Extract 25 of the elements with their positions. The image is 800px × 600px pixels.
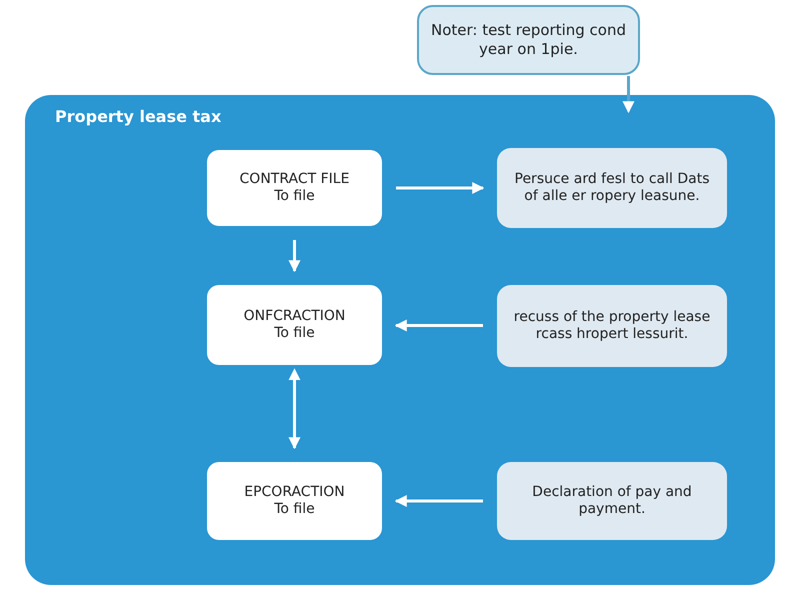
panel-heading: Property lease tax [55, 107, 222, 127]
arrow [396, 182, 484, 194]
node-text: CONTRACT FILE [240, 170, 350, 188]
node-text: ONFCRACTION [244, 308, 346, 325]
arrow [288, 240, 300, 272]
arrow [394, 320, 483, 332]
process-box [497, 462, 727, 540]
node-text: To file [274, 501, 315, 518]
node-text: recuss of the property lease rcass hropert lessurit. [512, 308, 712, 344]
node-text: Persuce ard fesl to call Dats of alle er ropery leasune. [514, 170, 710, 206]
process-box [207, 150, 382, 226]
process-box [207, 285, 382, 365]
process-box [207, 462, 382, 540]
arrow [288, 368, 300, 450]
process-box [497, 285, 727, 367]
arrow [394, 495, 483, 507]
node-text: Declaration of pay and payment. [531, 484, 693, 518]
node-text: To file [274, 188, 315, 206]
group-panel [25, 95, 775, 585]
node-text: EPCORACTION [244, 484, 345, 501]
node-text: Noter: test reporting cond year on 1pie. [430, 21, 628, 59]
node-text: To file [274, 325, 315, 342]
note-box [417, 5, 640, 75]
process-box [497, 148, 727, 228]
arrow [622, 76, 634, 114]
